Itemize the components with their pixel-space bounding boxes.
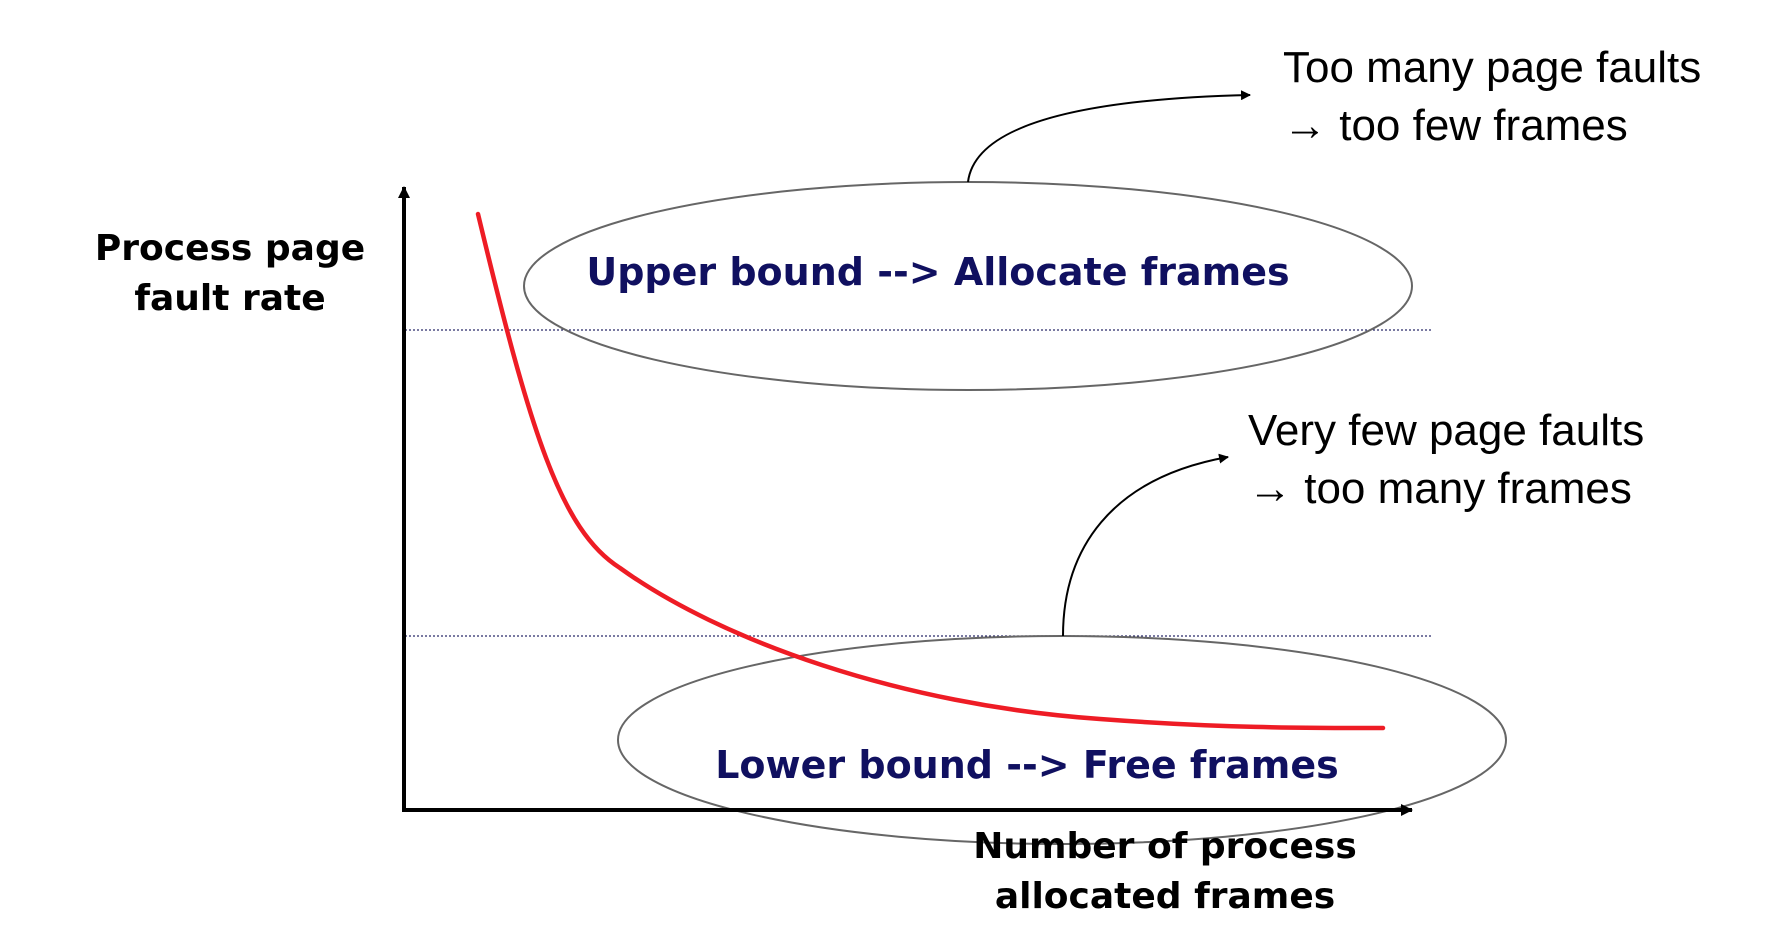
upper-note-line2: → too few frames bbox=[1283, 101, 1628, 150]
lower-bound-label: Lower bound --> Free frames bbox=[715, 743, 1339, 787]
page-fault-rate-curve bbox=[475, 211, 1386, 731]
lower-note-line2: → too many frames bbox=[1248, 464, 1632, 513]
upper-note-arrow bbox=[967, 90, 1251, 183]
y-axis-label-line2: fault rate bbox=[134, 278, 325, 319]
x-axis-label-line1: Number of process bbox=[973, 826, 1357, 867]
upper-bound-label: Upper bound --> Allocate frames bbox=[586, 250, 1289, 294]
x-axis-label-line2: allocated frames bbox=[995, 876, 1335, 917]
lower-bound-ellipse bbox=[617, 635, 1507, 845]
lower-note-line1: Very few page faults bbox=[1248, 406, 1644, 455]
upper-note-line1: Too many page faults bbox=[1283, 43, 1701, 92]
lower-note-arrow bbox=[1062, 453, 1229, 637]
y-axis-label-line1: Process page bbox=[95, 228, 365, 269]
